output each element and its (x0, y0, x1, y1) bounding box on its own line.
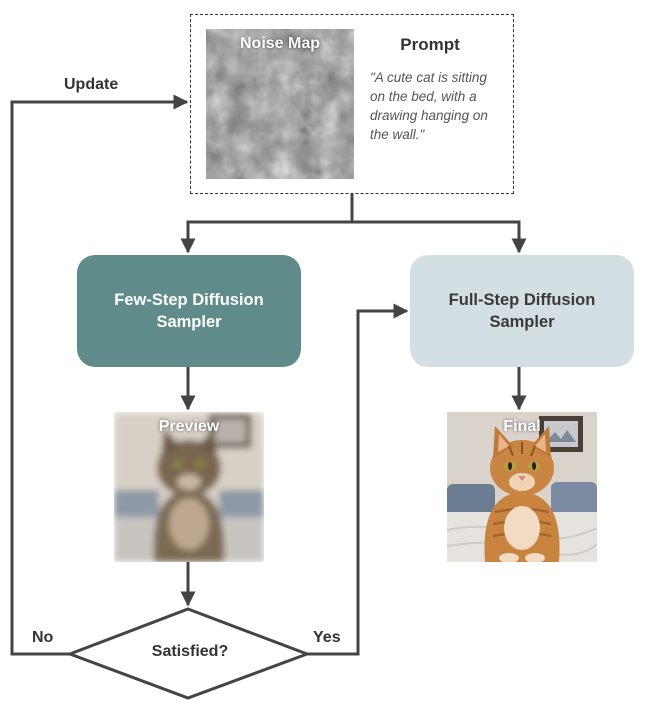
noise-map-label: Noise Map (239, 35, 320, 52)
no-label: No (32, 629, 54, 646)
final-label: Final (503, 418, 541, 435)
preview-cat-image (114, 412, 264, 562)
full-step-sampler-label: Full-Step Diffusion Sampler (448, 291, 596, 331)
final-cat-image (447, 412, 597, 562)
full-step-sampler-box: Full-Step Diffusion Sampler (410, 255, 634, 367)
decision-question: Satisfied? (151, 643, 229, 660)
input-box (190, 14, 514, 194)
preview-label: Preview (158, 418, 220, 435)
split-connector-right (352, 220, 527, 254)
prompt-text: "A cute cat is sitting on the bed, with … (370, 70, 488, 142)
few-step-sampler-box: Few-Step Diffusion Sampler (77, 255, 301, 367)
split-connector (180, 194, 354, 254)
decision-diamond (65, 607, 312, 700)
few-step-sampler-label: Few-Step Diffusion Sampler (114, 291, 264, 331)
yes-connector (307, 303, 409, 656)
noise-map-image (206, 29, 354, 179)
prompt-title: Prompt (400, 35, 460, 54)
update-label: Update (64, 76, 119, 93)
yes-label: Yes (313, 629, 341, 646)
no-update-loop-connector (10, 94, 189, 656)
